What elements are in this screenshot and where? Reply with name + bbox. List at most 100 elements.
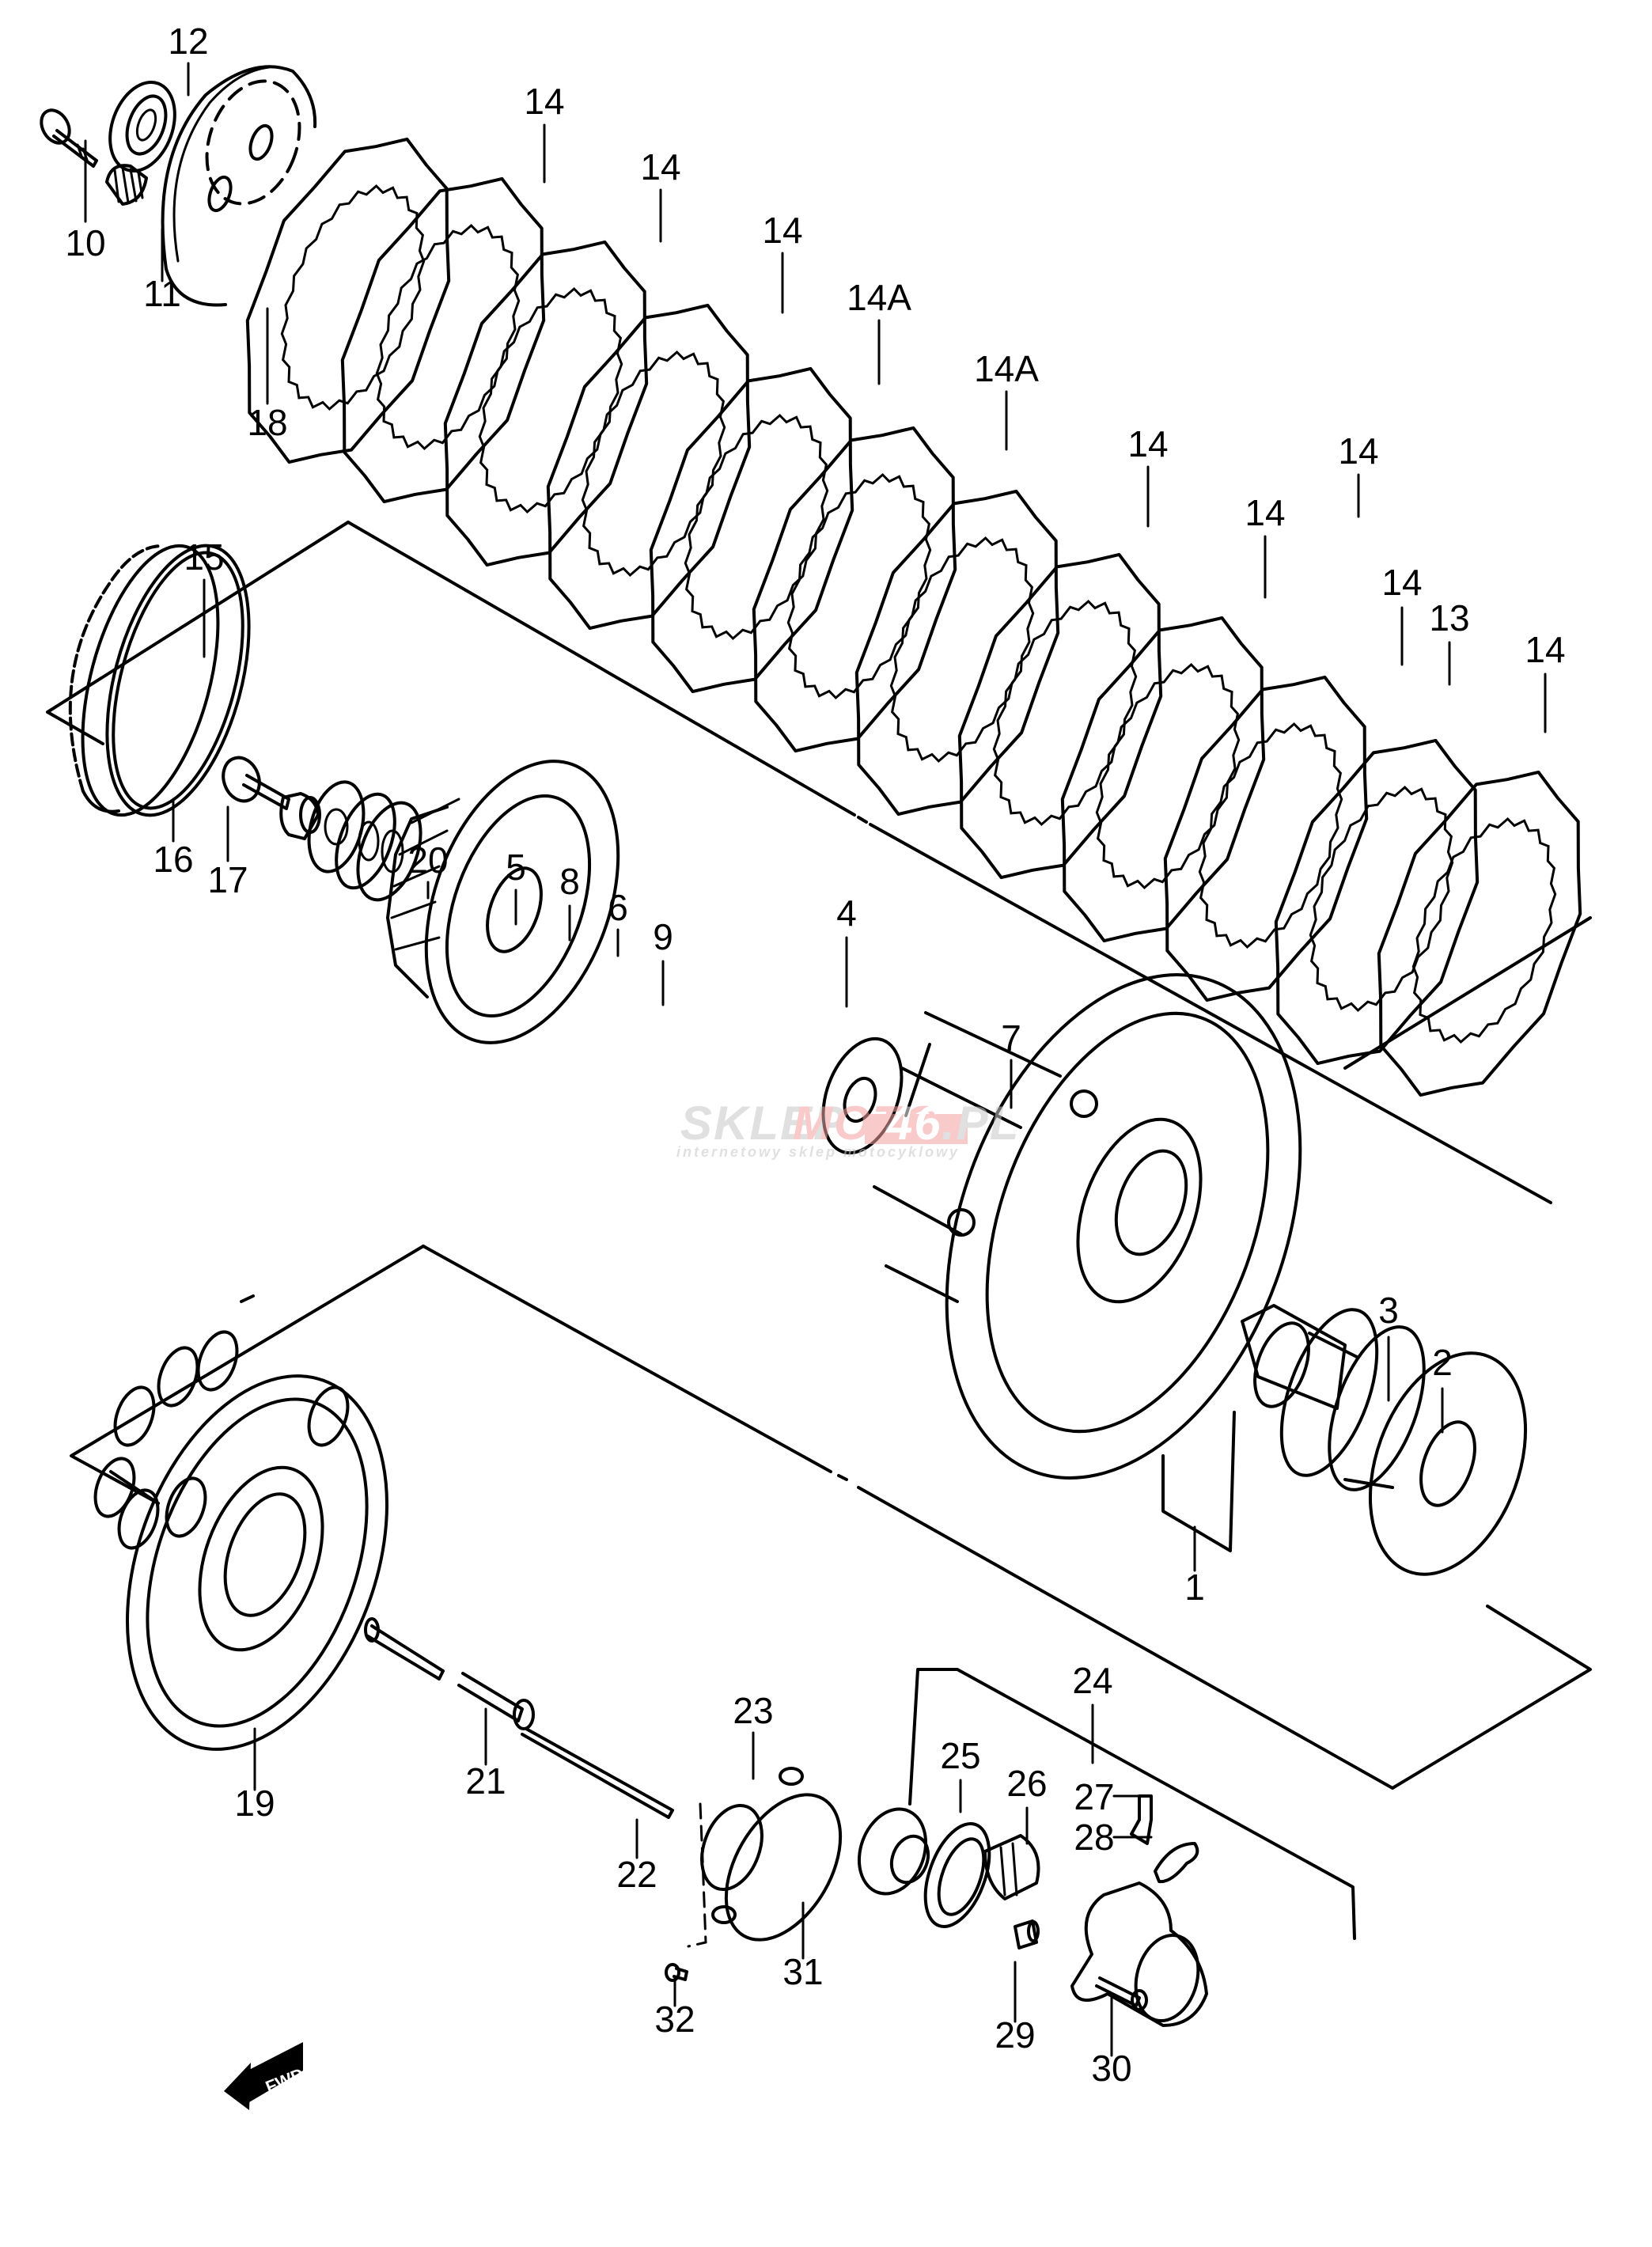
leader-lines (84, 62, 1547, 2057)
friction-plate (752, 426, 957, 753)
part-12-bearing (108, 80, 176, 173)
part-label-14: 14 (1127, 423, 1168, 464)
part-label-9: 9 (653, 916, 673, 957)
release-cylinder-group-outline (908, 1668, 1356, 1940)
part-20-bolt (222, 756, 290, 810)
part-label-14: 14 (1525, 629, 1565, 670)
watermark-text-red: MOTO (793, 1097, 941, 1150)
part-29-dowel (1014, 1919, 1040, 1950)
drive-plate (245, 137, 451, 464)
drive-plate (1274, 738, 1480, 1066)
part-30-bolt (1095, 1976, 1148, 2011)
part-label-5: 5 (506, 847, 526, 888)
part-label-13: 13 (1429, 597, 1469, 638)
friction-plate (546, 303, 752, 631)
part-2-thrust-washer (1368, 1351, 1528, 1576)
forward-arrow-icon: FWD (224, 2042, 307, 2110)
part-label-14: 14 (1338, 430, 1378, 472)
part-label-26: 26 (1006, 1763, 1047, 1804)
drive-plate (443, 240, 649, 567)
part-7-thrust-washer (821, 1036, 904, 1155)
part-4-sleeve-hub (386, 760, 620, 1044)
part-6-washer (335, 792, 396, 890)
part-31-cover (711, 1767, 843, 1942)
part-label-3: 3 (1378, 1290, 1399, 1331)
part-label-31: 31 (782, 1951, 823, 1992)
friction-plate (1163, 675, 1369, 1002)
clutch-plate-stack (245, 137, 1582, 1097)
part-23-piston (700, 1803, 763, 1892)
part-label-21: 21 (465, 1760, 506, 1802)
part-18-pressure-plate (161, 65, 317, 307)
plate-inner-teeth (478, 286, 623, 514)
watermark-text-number: 46 (885, 1097, 942, 1150)
part-24-cylinder-body (1070, 1881, 1208, 2027)
friction-plate (340, 176, 546, 504)
part-19-starter-gear (93, 1330, 388, 1751)
part-label-25: 25 (940, 1735, 980, 1776)
plate-inner-teeth (889, 536, 1035, 764)
friction-plate (1377, 770, 1582, 1097)
part-label-14a: 14A (847, 277, 911, 318)
part-label-29: 29 (995, 2014, 1035, 2056)
part-label-6: 6 (608, 887, 628, 928)
watermark-number-bg (865, 1114, 968, 1144)
plate-inner-teeth (1198, 722, 1343, 949)
part-label-15: 15 (184, 536, 224, 578)
friction-plate (957, 552, 1163, 880)
watermark-text-grey: SKLEP (680, 1097, 847, 1150)
watermark-subtitle: internetowy sklep motocyklowy (676, 1144, 960, 1160)
part-label-14: 14 (1245, 492, 1285, 533)
part-label-23: 23 (733, 1690, 773, 1731)
part-32-screw (665, 1802, 707, 1982)
part-label-18: 18 (247, 402, 287, 443)
plate-inner-teeth (280, 184, 426, 411)
drive-plate (854, 489, 1060, 817)
part-label-4: 4 (836, 892, 857, 934)
part-labels: 123456789101112131414141414A14A141414141… (65, 21, 1565, 2089)
part-10-bolt (40, 108, 98, 168)
part-25-seal (923, 1821, 991, 1929)
part-21-push-rod (364, 1617, 535, 1730)
part-label-32: 32 (654, 1999, 695, 2040)
part-label-12: 12 (168, 21, 208, 62)
part-label-14: 14 (1381, 562, 1422, 603)
part-24-piston (857, 1807, 930, 1896)
plate-inner-teeth (375, 223, 521, 451)
plate-inner-teeth (992, 599, 1138, 827)
clutch-hub-group-outline (70, 1245, 1592, 1790)
part-label-30: 30 (1091, 2048, 1131, 2089)
part-label-14a: 14A (974, 348, 1039, 389)
part-15-drive-plate (68, 544, 164, 813)
plate-inner-teeth (581, 350, 726, 578)
part-label-14: 14 (640, 146, 680, 188)
part-label-8: 8 (559, 861, 580, 902)
plate-inner-teeth (1411, 817, 1557, 1044)
part-label-19: 19 (234, 1783, 275, 1824)
part-label-2: 2 (1432, 1342, 1453, 1383)
part-label-27: 27 (1074, 1776, 1114, 1817)
part-17-seat-ring (105, 544, 251, 817)
part-26-spring (983, 1834, 1040, 1900)
part-label-22: 22 (616, 1854, 657, 1895)
part-label-14: 14 (524, 81, 564, 122)
part-label-14: 14 (762, 210, 802, 251)
part-3-needle-bearing (1279, 1308, 1426, 1491)
drive-plate (649, 366, 854, 694)
part-1-bushing (1161, 1304, 1347, 1552)
part-label-1: 1 (1184, 1567, 1205, 1608)
plate-inner-teeth (786, 472, 932, 700)
part-label-16: 16 (153, 839, 193, 880)
part-28-bleeder-cap (1154, 1842, 1199, 1884)
part-11-spring (105, 164, 148, 206)
part-label-24: 24 (1072, 1660, 1112, 1701)
part-label-7: 7 (1001, 1017, 1021, 1059)
part-label-11: 11 (143, 273, 181, 314)
part-label-28: 28 (1074, 1817, 1114, 1858)
part-16-spring-washer (81, 544, 220, 817)
plate-inner-teeth (1095, 662, 1241, 890)
plate-inner-teeth (684, 413, 829, 641)
watermark: SKLEP MOTO 46 .PL internetowy sklep moto… (676, 1097, 1018, 1160)
part-label-20: 20 (407, 839, 448, 881)
